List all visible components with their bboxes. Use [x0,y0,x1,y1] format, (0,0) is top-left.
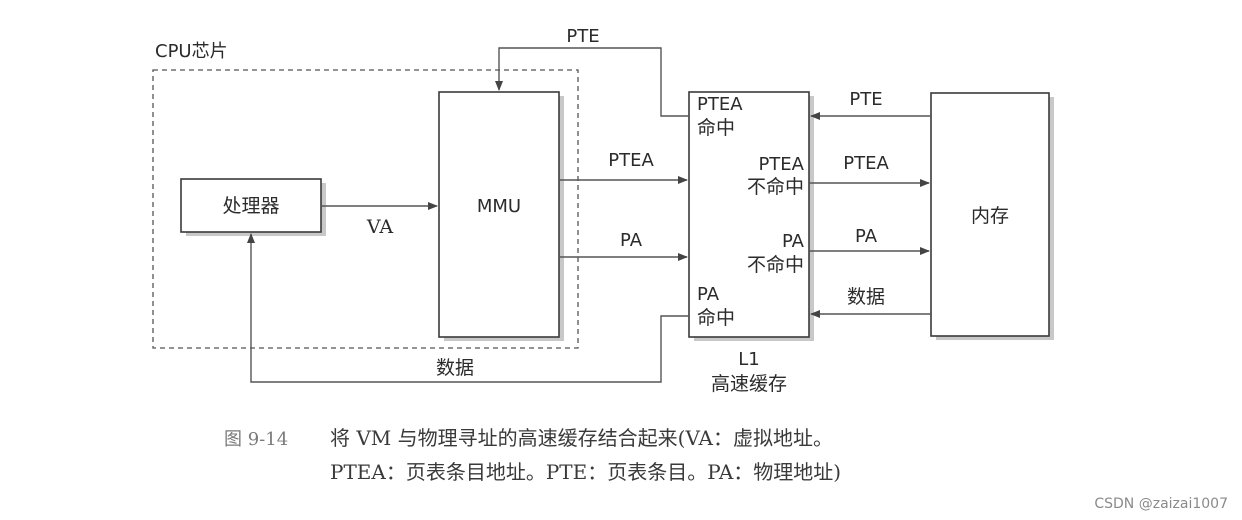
caption-line-2: PTEA：页表条目地址。PTE：页表条目。PA：物理地址) [330,460,841,484]
pa-hit-label-1: PA [697,284,720,305]
pte-mem-cache-label: PTE [849,89,882,110]
ptea-miss-label-2: 不命中 [747,176,804,198]
caption-line-1: 将 VM 与物理寻址的高速缓存结合起来(VA：虚拟地址。 [330,426,833,450]
pa-mmu-cache-label: PA [620,230,643,251]
l1-cache-box [688,91,810,338]
data-to-processor-label: 数据 [436,357,474,379]
pa-cache-mem-label: PA [855,226,878,247]
l1-cache-label-2: 高速缓存 [711,373,787,395]
ptea-miss-label-1: PTEA [758,154,804,175]
ptea-cache-mem-label: PTEA [843,153,889,174]
data-mem-cache-label: 数据 [847,286,885,308]
cpu-chip-label: CPU芯片 [155,41,228,62]
mmu-box [438,91,560,338]
pte-return-arrow [495,47,689,117]
ptea-mmu-cache-label: PTEA [608,150,654,171]
pa-miss-label-1: PA [782,231,805,252]
data-to-processor-arrow [247,233,689,383]
l1-cache-label-1: L1 [738,349,759,370]
pte-top-label: PTE [566,26,599,47]
processor-label: 处理器 [222,195,279,217]
pa-miss-label-2: 不命中 [747,254,804,276]
va-label: VA [366,216,393,238]
pa-hit-label-2: 命中 [697,307,735,329]
memory-box [930,92,1050,337]
mmu-label: MMU [477,196,521,217]
memory-label: 内存 [971,205,1009,227]
ptea-hit-label-1: PTEA [697,94,743,115]
csdn-watermark: CSDN @zaizai1007 [1094,496,1228,512]
processor-box [180,178,322,233]
figure-number: 图 9-14 [224,429,288,450]
ptea-hit-label-2: 命中 [697,117,735,139]
